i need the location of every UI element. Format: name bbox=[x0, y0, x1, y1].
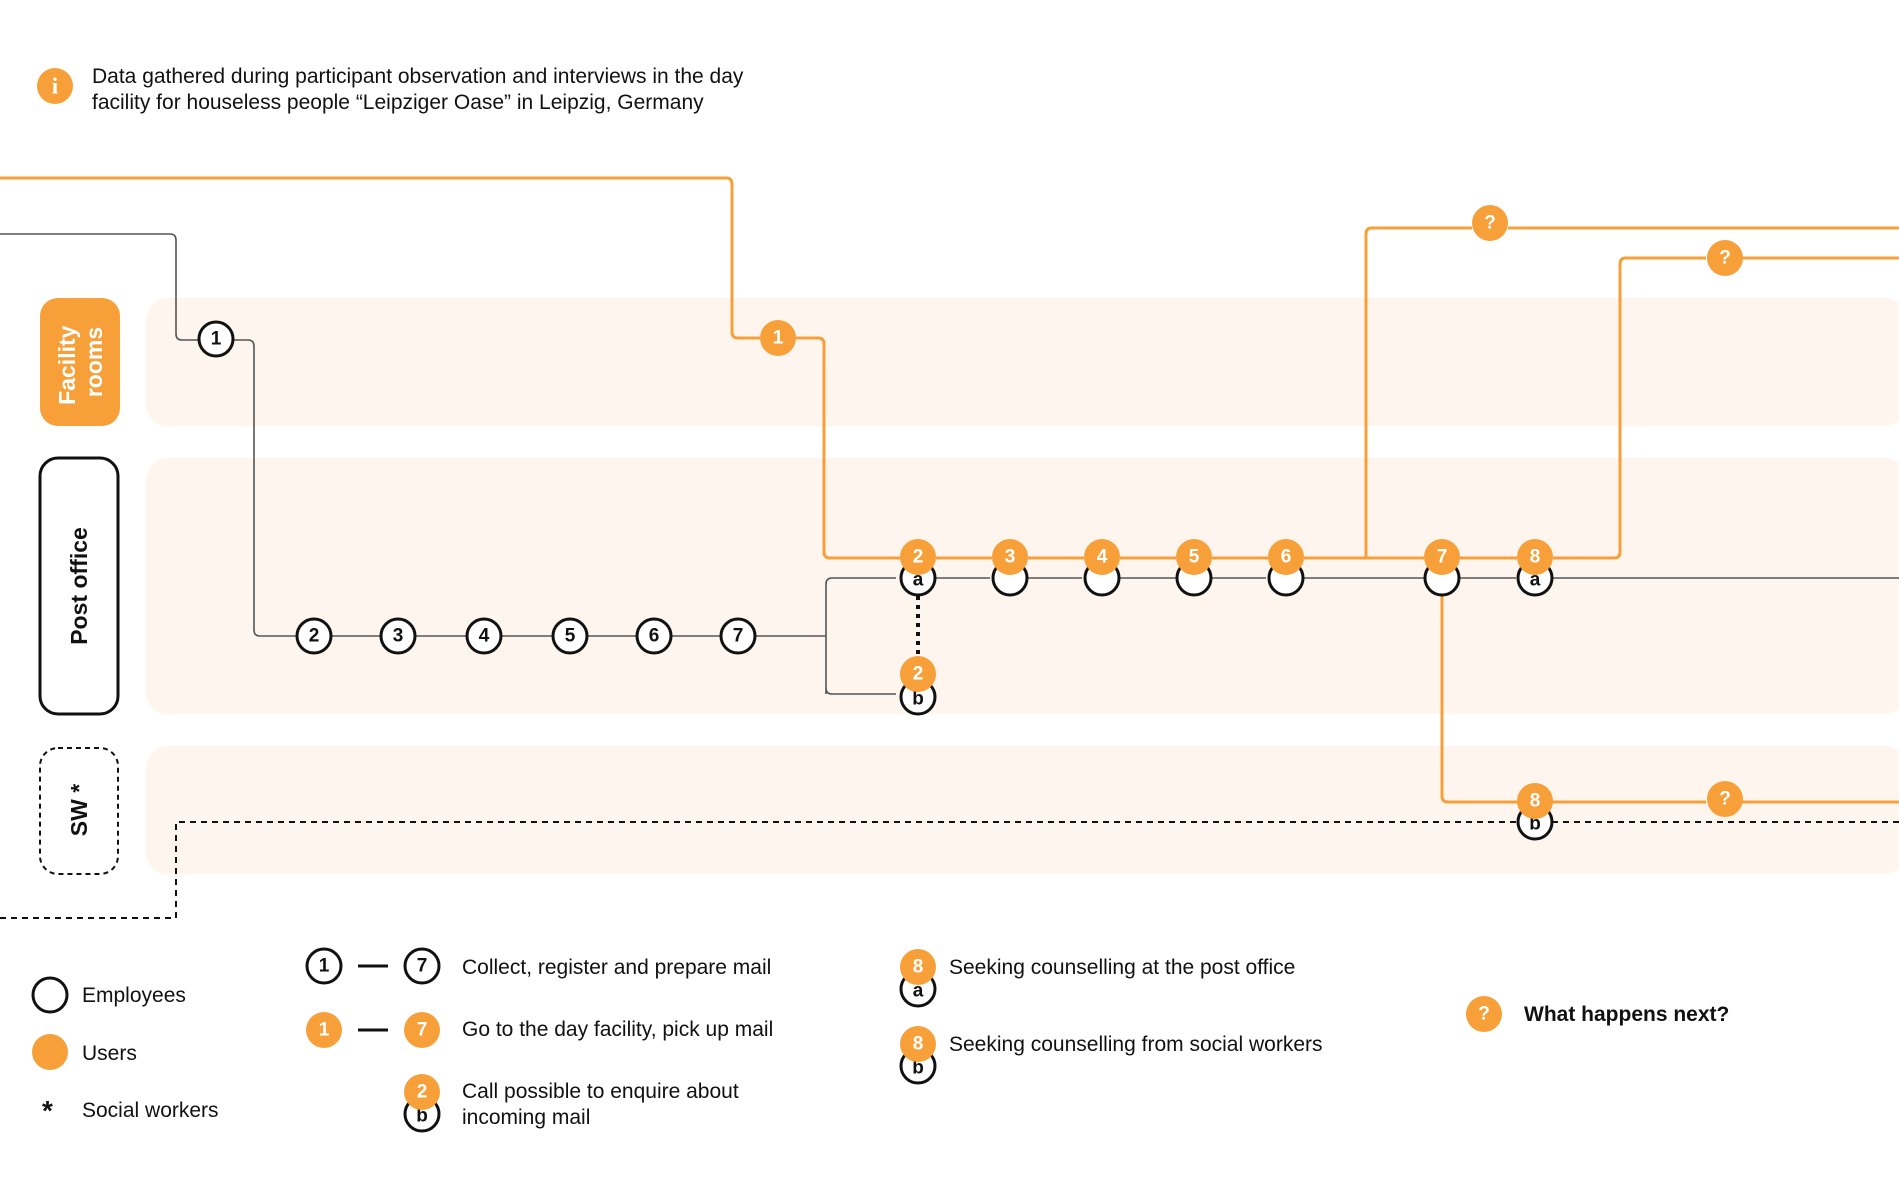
svg-text:1: 1 bbox=[773, 328, 784, 349]
legend-employees-label: Employees bbox=[82, 984, 186, 1007]
svg-text:2: 2 bbox=[309, 626, 320, 647]
info-text: Data gathered during participant observa… bbox=[92, 65, 749, 114]
user-step-7: 7 bbox=[1424, 539, 1460, 575]
legend-emp-range-from: 1 bbox=[305, 947, 343, 985]
employee-path bbox=[0, 233, 826, 637]
svg-text:8: 8 bbox=[913, 1034, 924, 1055]
legend-users-icon bbox=[32, 1034, 68, 1070]
svg-text:b: b bbox=[912, 1058, 924, 1079]
lane-label-facility-rooms-box bbox=[40, 298, 120, 426]
legend-call-icon: b 2 bbox=[403, 1074, 441, 1133]
legend-emp-range-to: 7 bbox=[403, 947, 441, 985]
user-step-1: 1 bbox=[760, 320, 796, 356]
lane-label-sw: SW * bbox=[66, 784, 92, 836]
lane-label-sw-box bbox=[39, 747, 119, 875]
svg-text:1: 1 bbox=[319, 956, 330, 977]
user-step-5: 5 bbox=[1176, 539, 1212, 575]
question-mark-top: ? bbox=[1472, 205, 1508, 241]
svg-text:8: 8 bbox=[913, 957, 924, 978]
employee-step-4: 4 bbox=[465, 617, 503, 655]
svg-text:5: 5 bbox=[1189, 547, 1200, 568]
svg-text:7: 7 bbox=[1437, 547, 1448, 568]
svg-text:2: 2 bbox=[913, 664, 924, 685]
employee-split-path bbox=[825, 577, 1899, 695]
legend-what-happens-next: What happens next? bbox=[1524, 1003, 1729, 1026]
lane-label-post-office: Post office bbox=[66, 527, 92, 645]
svg-text:?: ? bbox=[1484, 213, 1496, 234]
legend-post-counselling-icon: a 8 bbox=[899, 949, 937, 1008]
user-step-6: 6 bbox=[1268, 539, 1304, 575]
legend-user-range-from: 1 bbox=[306, 1012, 342, 1048]
user-step-2b: 2 bbox=[900, 656, 936, 692]
svg-text:7: 7 bbox=[417, 1020, 428, 1041]
lane-label-facility-rooms: Facility rooms bbox=[54, 319, 107, 405]
svg-text:b: b bbox=[416, 1106, 428, 1127]
svg-text:3: 3 bbox=[1005, 547, 1016, 568]
svg-text:5: 5 bbox=[565, 626, 576, 647]
svg-text:1: 1 bbox=[211, 329, 222, 350]
question-mark-sw: ? bbox=[1707, 781, 1743, 817]
svg-text:?: ? bbox=[1719, 248, 1731, 269]
svg-text:?: ? bbox=[1719, 789, 1731, 810]
svg-text:3: 3 bbox=[393, 626, 404, 647]
svg-text:i: i bbox=[52, 74, 59, 99]
user-step-8a: 8 bbox=[1517, 539, 1553, 575]
legend-post-counselling-text: Seeking counselling at the post office bbox=[949, 956, 1295, 979]
lane-bg-facility-rooms bbox=[146, 298, 1899, 426]
svg-text:7: 7 bbox=[733, 626, 744, 647]
svg-text:2: 2 bbox=[913, 547, 924, 568]
svg-text:4: 4 bbox=[1097, 547, 1108, 568]
svg-text:4: 4 bbox=[479, 626, 490, 647]
legend-employees-icon bbox=[31, 976, 69, 1014]
user-step-2a: 2 bbox=[900, 539, 936, 575]
employee-step-2: 2 bbox=[295, 617, 333, 655]
lane-bg-social-workers bbox=[146, 746, 1899, 874]
legend-user-range-to: 7 bbox=[404, 1012, 440, 1048]
svg-text:6: 6 bbox=[1281, 547, 1292, 568]
legend-asterisk-icon: * bbox=[42, 1095, 53, 1126]
legend-users-label: Users bbox=[82, 1042, 137, 1065]
user-step-8b: 8 bbox=[1517, 783, 1553, 819]
employee-step-1: 1 bbox=[197, 320, 235, 358]
svg-text:?: ? bbox=[1478, 1004, 1490, 1025]
svg-text:a: a bbox=[1530, 570, 1541, 591]
employee-step-6: 6 bbox=[635, 617, 673, 655]
svg-text:6: 6 bbox=[649, 626, 660, 647]
lane-label-post-office-box bbox=[38, 456, 120, 716]
user-path bbox=[0, 176, 1899, 804]
legend-user-range-text: Go to the day facility, pick up mail bbox=[462, 1018, 773, 1041]
svg-text:2: 2 bbox=[417, 1082, 428, 1103]
legend-sw-counselling-icon: b 8 bbox=[899, 1026, 937, 1085]
svg-text:a: a bbox=[913, 981, 924, 1002]
legend-social-workers-label: Social workers bbox=[82, 1099, 219, 1122]
employee-step-5: 5 bbox=[551, 617, 589, 655]
svg-text:8: 8 bbox=[1530, 547, 1541, 568]
user-step-3: 3 bbox=[992, 539, 1028, 575]
employee-step-7: 7 bbox=[719, 617, 757, 655]
social-worker-path bbox=[0, 821, 1899, 919]
svg-text:a: a bbox=[913, 570, 924, 591]
legend-call-text: Call possible to enquire about incoming … bbox=[462, 1080, 745, 1129]
svg-text:7: 7 bbox=[417, 956, 428, 977]
question-mark-upper: ? bbox=[1707, 240, 1743, 276]
user-step-4: 4 bbox=[1084, 539, 1120, 575]
svg-text:b: b bbox=[1529, 814, 1541, 835]
svg-text:1: 1 bbox=[319, 1020, 330, 1041]
legend-sw-counselling-text: Seeking counselling from social workers bbox=[949, 1033, 1323, 1056]
legend-emp-range-text: Collect, register and prepare mail bbox=[462, 956, 771, 979]
svg-text:b: b bbox=[912, 689, 924, 710]
info-icon: i bbox=[37, 68, 73, 104]
legend-question-icon: ? bbox=[1466, 996, 1502, 1032]
svg-text:8: 8 bbox=[1530, 791, 1541, 812]
employee-step-3: 3 bbox=[379, 617, 417, 655]
